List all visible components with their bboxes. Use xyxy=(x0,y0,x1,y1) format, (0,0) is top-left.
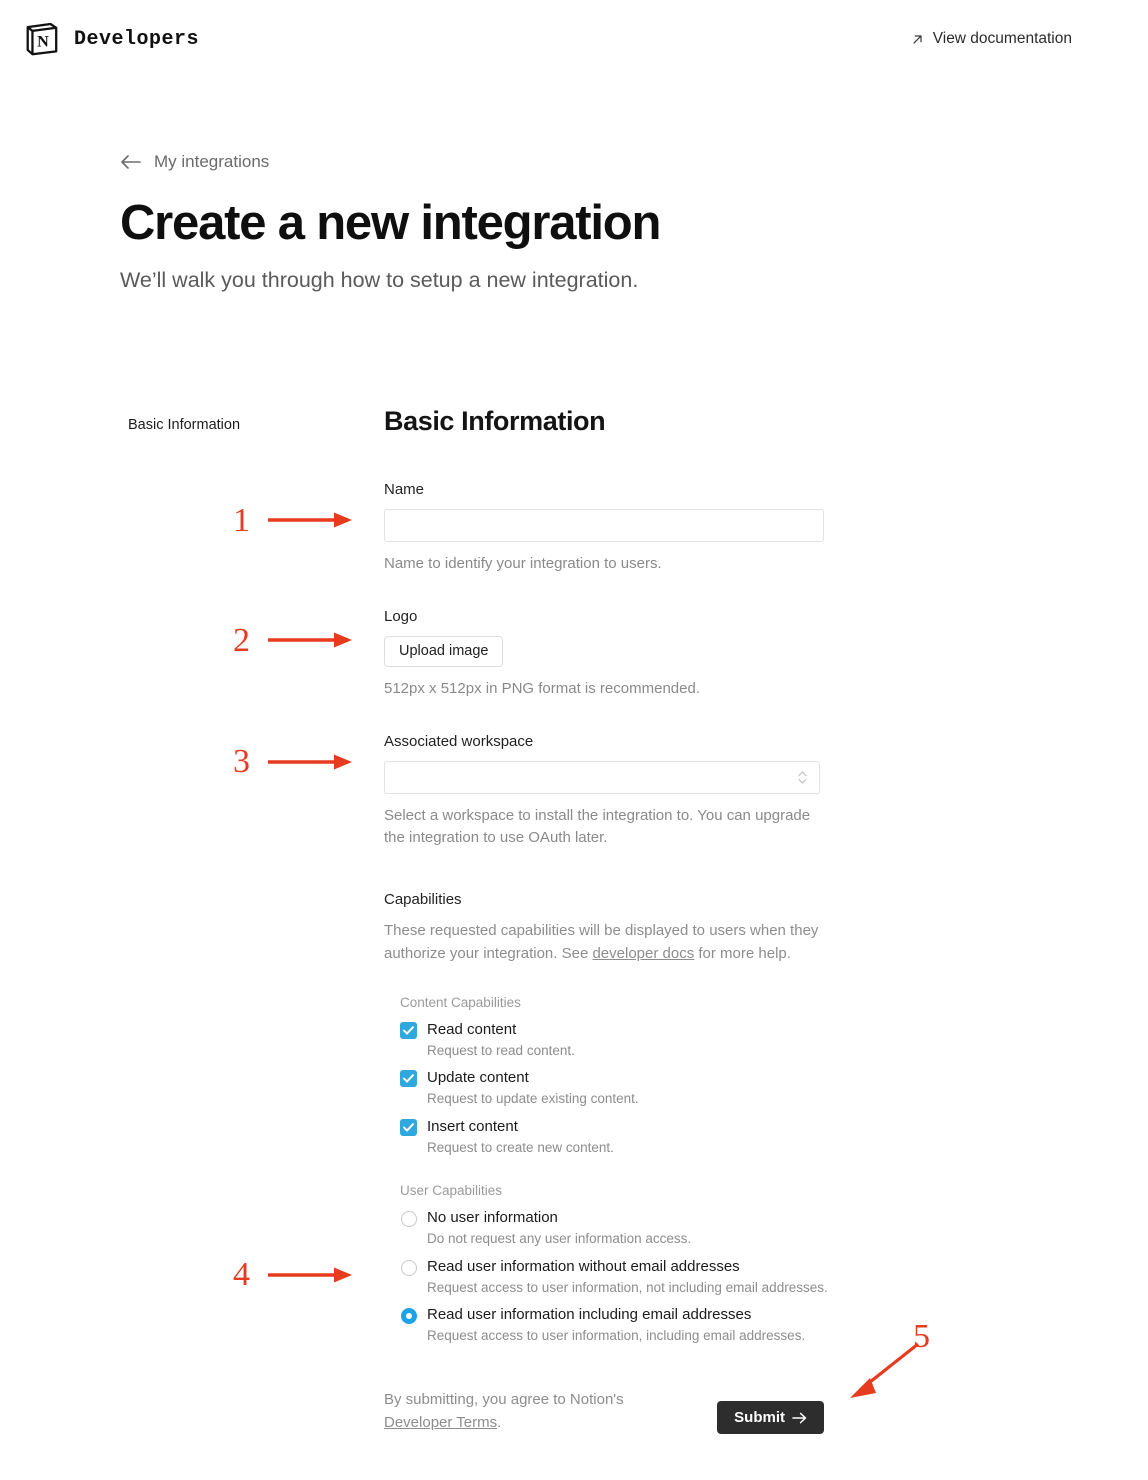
sidebar-item-basic-information[interactable]: Basic Information xyxy=(128,417,241,433)
check-icon xyxy=(403,1074,414,1083)
annotation-number-4: 4 xyxy=(233,1256,250,1293)
annotation-arrow-1 xyxy=(268,512,352,528)
annotation-arrow-2 xyxy=(268,632,352,648)
read-content-text: Read content Request to read content. xyxy=(427,1021,575,1060)
user-capabilities-group: User Capabilities No user information Do… xyxy=(400,1183,829,1345)
insert-content-desc: Request to create new content. xyxy=(427,1139,614,1155)
update-content-checkbox[interactable] xyxy=(400,1070,417,1088)
svg-text:N: N xyxy=(37,34,49,51)
name-field-group: Name Name to identify your integration t… xyxy=(384,481,829,575)
submit-button-label: Submit xyxy=(734,1409,785,1426)
workspace-select[interactable] xyxy=(384,761,820,795)
developer-docs-link[interactable]: developer docs xyxy=(592,945,695,963)
no-user-information-radio[interactable] xyxy=(401,1211,417,1228)
top-bar: N Developers View documentation xyxy=(0,0,1148,78)
check-icon xyxy=(403,1025,414,1035)
brand[interactable]: N Developers xyxy=(22,20,199,58)
back-link-label: My integrations xyxy=(154,152,270,171)
upload-image-button[interactable]: Upload image xyxy=(384,636,504,668)
developer-terms-link[interactable]: Developer Terms xyxy=(384,1413,498,1431)
insert-content-text: Insert content Request to create new con… xyxy=(427,1118,614,1157)
arrow-right-icon xyxy=(792,1412,807,1423)
capabilities-desc-after: for more help. xyxy=(694,945,791,963)
workspace-select-wrap xyxy=(384,761,820,795)
read-content-desc: Request to read content. xyxy=(427,1042,575,1058)
read-user-including-email-radio[interactable] xyxy=(401,1308,417,1325)
annotation-number-5: 5 xyxy=(913,1318,930,1355)
logo-field-group: Logo Upload image 512px x 512px in PNG f… xyxy=(384,608,829,700)
capabilities-title: Capabilities xyxy=(384,891,462,909)
name-label: Name xyxy=(384,481,425,498)
terms-after: . xyxy=(497,1413,502,1431)
page-title: Create a new integration xyxy=(120,196,661,250)
arrow-up-right-icon xyxy=(913,34,922,44)
form-section-title: Basic Information xyxy=(384,406,606,436)
section-nav: Basic Information xyxy=(128,417,338,433)
update-content-label: Update content xyxy=(427,1069,529,1087)
name-input[interactable] xyxy=(384,509,824,542)
capabilities-section: Capabilities These requested capabilitie… xyxy=(384,891,829,1345)
radio-row-no-user-information[interactable]: No user information Do not request any u… xyxy=(400,1209,829,1248)
radio-row-read-user-including-email[interactable]: Read user information including email ad… xyxy=(400,1306,829,1345)
brand-name: Developers xyxy=(74,27,200,51)
check-icon xyxy=(403,1122,414,1132)
logo-label: Logo xyxy=(384,608,418,626)
annotation-number-3: 3 xyxy=(233,743,250,780)
update-content-text: Update content Request to update existin… xyxy=(427,1069,639,1108)
terms-text: By submitting, you agree to Notion's Dev… xyxy=(384,1389,644,1434)
checkbox-row-insert-content[interactable]: Insert content Request to create new con… xyxy=(400,1118,829,1157)
read-user-without-email-label: Read user information without email addr… xyxy=(427,1257,740,1275)
submit-button[interactable]: Submit xyxy=(717,1401,824,1434)
annotation-arrow-5 xyxy=(850,1342,919,1398)
annotation-arrow-4 xyxy=(268,1267,352,1283)
radio-row-read-user-without-email[interactable]: Read user information without email addr… xyxy=(400,1258,829,1297)
back-to-my-integrations-link[interactable]: My integrations xyxy=(120,152,269,172)
read-content-label: Read content xyxy=(427,1020,517,1038)
capabilities-description: These requested capabilities will be dis… xyxy=(384,919,826,966)
workspace-label: Associated workspace xyxy=(384,733,534,751)
capabilities-desc-before: These requested capabilities will be dis… xyxy=(384,922,819,963)
checkbox-row-read-content[interactable]: Read content Request to read content. xyxy=(400,1021,829,1060)
read-user-including-email-label: Read user information including email ad… xyxy=(427,1306,752,1324)
view-documentation-link[interactable]: View documentation xyxy=(911,30,1072,48)
name-help-text: Name to identify your integration to use… xyxy=(384,555,662,572)
read-content-checkbox[interactable] xyxy=(400,1021,417,1039)
annotation-number-1: 1 xyxy=(233,502,250,539)
integration-form: Basic Information Name Name to identify … xyxy=(384,406,829,1345)
read-user-including-email-desc: Request access to user information, incl… xyxy=(427,1328,806,1344)
page-subtitle: We’ll walk you through how to setup a ne… xyxy=(120,267,639,292)
arrow-left-icon xyxy=(121,155,141,169)
no-user-information-text: No user information Do not request any u… xyxy=(427,1209,691,1248)
notion-cube-icon: N xyxy=(26,22,58,56)
no-user-information-label: No user information xyxy=(427,1209,558,1227)
terms-before: By submitting, you agree to Notion's xyxy=(384,1391,624,1408)
update-content-desc: Request to update existing content. xyxy=(427,1091,639,1107)
group-spacer xyxy=(384,1156,829,1183)
page-header: My integrations Create a new integration… xyxy=(120,152,980,293)
user-capabilities-title: User Capabilities xyxy=(400,1183,503,1199)
read-user-without-email-radio[interactable] xyxy=(401,1259,417,1276)
logo-help-text: 512px x 512px in PNG format is recommend… xyxy=(384,680,700,698)
view-documentation-label: View documentation xyxy=(932,30,1072,47)
read-user-without-email-desc: Request access to user information, not … xyxy=(427,1279,828,1295)
insert-content-label: Insert content xyxy=(427,1117,518,1135)
annotation-number-2: 2 xyxy=(233,622,250,659)
workspace-field-group: Associated workspace Select a workspace … xyxy=(384,733,829,849)
read-user-without-email-text: Read user information without email addr… xyxy=(427,1258,828,1297)
annotation-arrow-3 xyxy=(268,754,352,770)
content-capabilities-group: Content Capabilities Read content Reques… xyxy=(400,995,829,1157)
form-footer: By submitting, you agree to Notion's Dev… xyxy=(384,1389,824,1434)
insert-content-checkbox[interactable] xyxy=(400,1118,417,1136)
read-user-including-email-text: Read user information including email ad… xyxy=(427,1306,805,1345)
no-user-information-desc: Do not request any user information acce… xyxy=(427,1231,692,1247)
workspace-help-text: Select a workspace to install the integr… xyxy=(384,807,811,847)
content-capabilities-title: Content Capabilities xyxy=(400,994,521,1010)
checkbox-row-update-content[interactable]: Update content Request to update existin… xyxy=(400,1069,829,1108)
